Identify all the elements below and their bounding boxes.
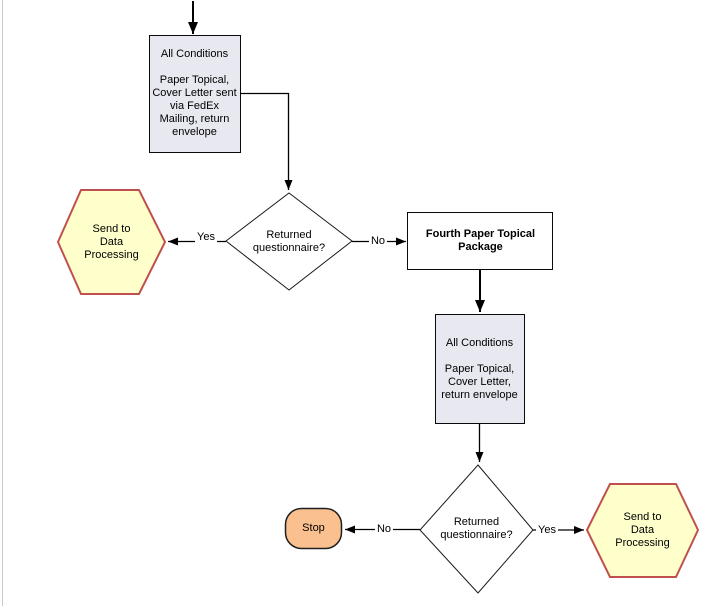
stop-terminator-shape[interactable] bbox=[284, 507, 343, 550]
decision1-diamond-shape[interactable] bbox=[225, 192, 353, 291]
edge-label-decision2-no: No bbox=[374, 523, 394, 535]
send-to-data-processing2-hexagon-shape[interactable] bbox=[585, 483, 700, 578]
process-box-fedex-shape[interactable] bbox=[149, 35, 241, 153]
send-to-data-processing1-hexagon-shape[interactable] bbox=[56, 189, 167, 295]
connector-fedex-box-to-decision1[interactable] bbox=[240, 92, 293, 191]
edge-label-decision1-yes: Yes bbox=[195, 231, 217, 243]
fourth-paper-topical-box-shape[interactable] bbox=[407, 212, 553, 270]
canvas-left-border bbox=[2, 0, 3, 606]
process-box-allconditions-shape[interactable] bbox=[435, 314, 525, 424]
edge-label-decision1-no: No bbox=[368, 235, 388, 247]
decision2-diamond-shape[interactable] bbox=[419, 464, 534, 594]
edge-label-decision2-yes: Yes bbox=[536, 524, 558, 536]
